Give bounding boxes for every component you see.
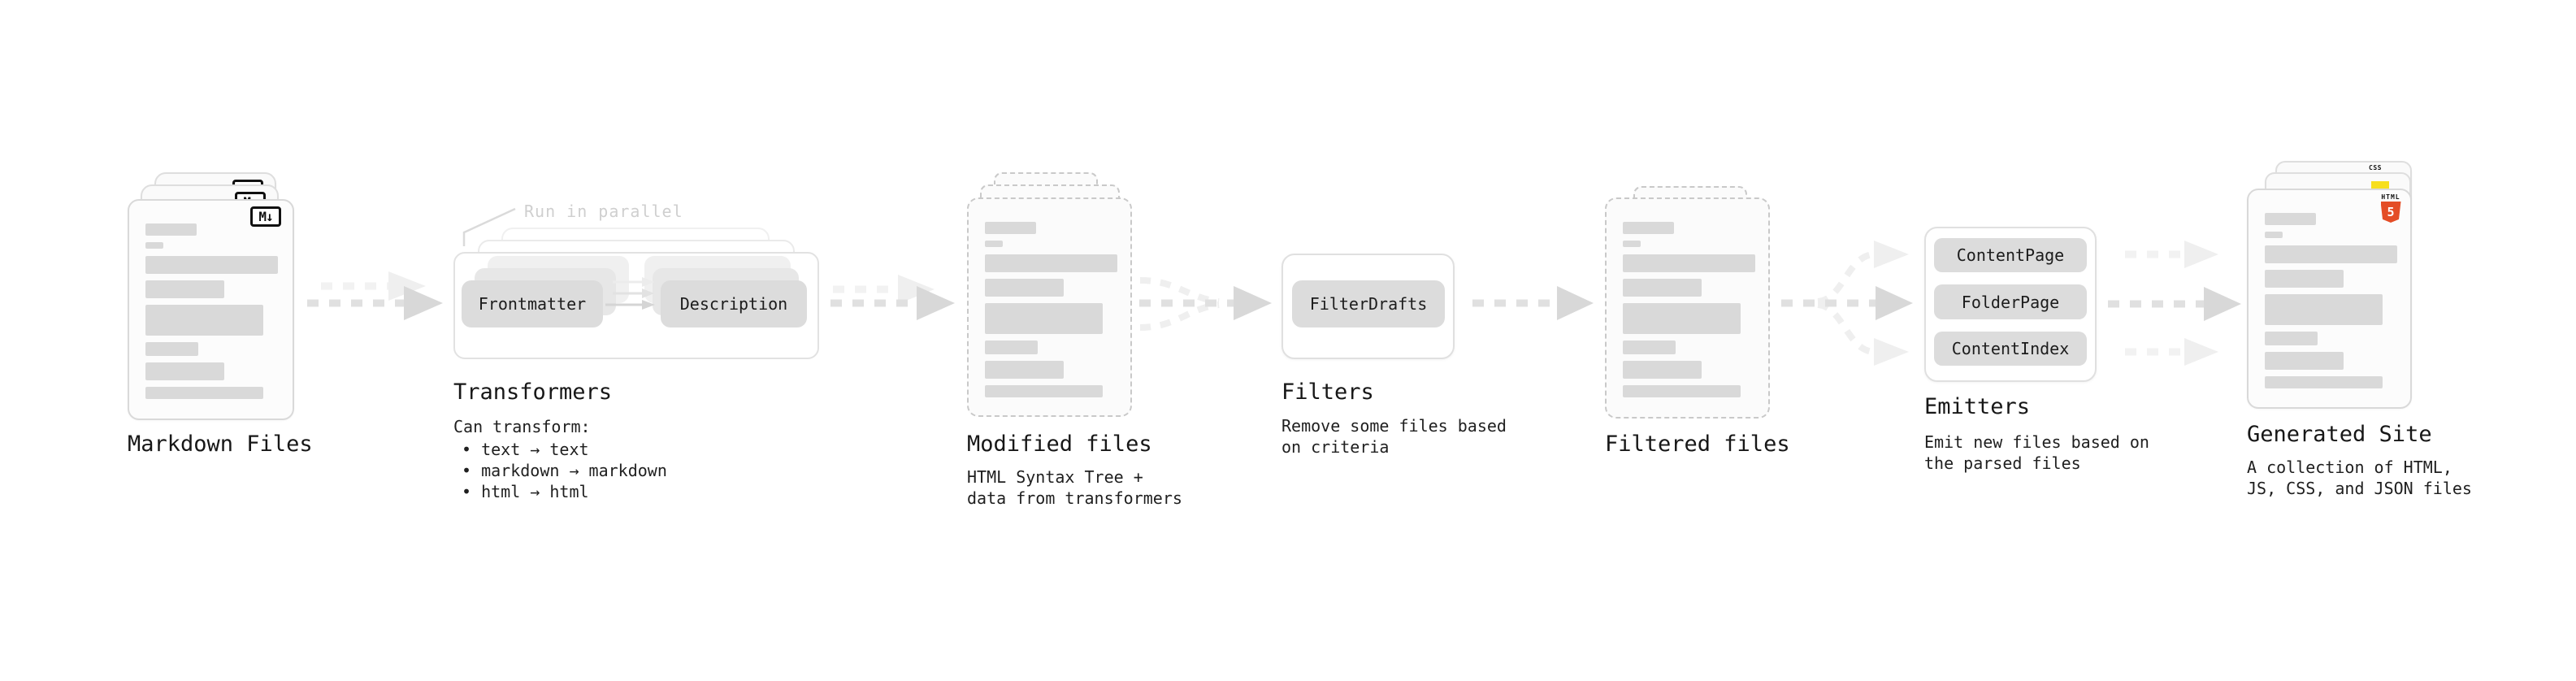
description-line: Remove some files based bbox=[1281, 416, 1507, 436]
stage-title-generated-site: Generated Site bbox=[2247, 422, 2432, 447]
placeholder-line bbox=[1623, 361, 1702, 379]
placeholder-line bbox=[145, 387, 263, 399]
emitter-pill-contentindex: ContentIndex bbox=[1934, 332, 2087, 366]
css-icon-label: CSS bbox=[2369, 164, 2382, 171]
file-content-placeholder bbox=[1623, 222, 1755, 397]
transformers-description-heading: Can transform: bbox=[453, 417, 591, 436]
filter-pill-filterdrafts: FilterDrafts bbox=[1292, 280, 1445, 327]
bullet-item: • html → html bbox=[462, 482, 589, 501]
transformer-pill-frontmatter: Frontmatter bbox=[462, 280, 603, 327]
placeholder-line bbox=[145, 242, 163, 249]
modified-file-card bbox=[967, 197, 1132, 417]
placeholder-line bbox=[1623, 222, 1674, 234]
placeholder-line bbox=[145, 223, 197, 236]
description-line: HTML Syntax Tree + bbox=[967, 467, 1143, 487]
placeholder-line bbox=[2265, 270, 2344, 288]
stage-title-transformers: Transformers bbox=[453, 380, 613, 405]
placeholder-line bbox=[985, 385, 1103, 397]
bullet-item: • text → text bbox=[462, 440, 589, 459]
description-line: Emit new files based on bbox=[1924, 432, 2149, 452]
placeholder-line bbox=[145, 256, 278, 274]
placeholder-line bbox=[1623, 279, 1702, 297]
stage-title-modified-files: Modified files bbox=[967, 432, 1152, 457]
markdown-icon-label: M↓ bbox=[258, 209, 273, 224]
modified-files-description: HTML Syntax Tree + data from transformer… bbox=[967, 466, 1182, 509]
arrow-transformers-to-modified bbox=[830, 275, 955, 320]
stage-title-filtered-files: Filtered files bbox=[1605, 432, 1790, 457]
generated-site-description: A collection of HTML, JS, CSS, and JSON … bbox=[2247, 457, 2472, 499]
placeholder-line bbox=[2265, 352, 2344, 370]
placeholder-line bbox=[985, 340, 1038, 354]
placeholder-line bbox=[145, 305, 263, 336]
placeholder-line bbox=[1623, 340, 1676, 354]
placeholder-line bbox=[2265, 376, 2383, 388]
stage-title-markdown-files: Markdown Files bbox=[128, 432, 313, 457]
emitters-description: Emit new files based on the parsed files bbox=[1924, 432, 2149, 474]
placeholder-line bbox=[985, 222, 1036, 234]
file-content-placeholder bbox=[2265, 213, 2397, 388]
filtered-file-card bbox=[1605, 197, 1770, 419]
arrow-emitters-to-generated bbox=[2108, 241, 2241, 366]
arrow-markdown-to-transformers bbox=[307, 271, 443, 320]
run-in-parallel-annotation: Run in parallel bbox=[524, 202, 683, 221]
placeholder-line bbox=[2265, 294, 2383, 325]
placeholder-line bbox=[2265, 213, 2316, 225]
placeholder-line bbox=[2265, 332, 2318, 345]
filters-description: Remove some files based on criteria bbox=[1281, 415, 1507, 458]
placeholder-line bbox=[145, 342, 198, 356]
placeholder-line bbox=[985, 279, 1064, 297]
stage-title-emitters: Emitters bbox=[1924, 394, 2031, 419]
description-line: JS, CSS, and JSON files bbox=[2247, 479, 2472, 498]
description-line: A collection of HTML, bbox=[2247, 458, 2452, 477]
placeholder-line bbox=[2265, 245, 2397, 263]
markdown-icon: M↓ bbox=[250, 206, 281, 227]
placeholder-line bbox=[145, 280, 224, 298]
description-line: data from transformers bbox=[967, 488, 1182, 508]
emitter-pill-folderpage: FolderPage bbox=[1934, 284, 2087, 319]
stage-title-filters: Filters bbox=[1281, 380, 1374, 405]
markdown-file-card: M↓ bbox=[128, 199, 294, 420]
description-line: on criteria bbox=[1281, 437, 1390, 457]
placeholder-line bbox=[1623, 241, 1641, 247]
arrow-modified-to-filters-funnel bbox=[1139, 277, 1272, 331]
emitter-pill-contentpage: ContentPage bbox=[1934, 238, 2087, 272]
placeholder-line bbox=[145, 362, 224, 380]
placeholder-line bbox=[2265, 232, 2283, 238]
bullet-item: • markdown → markdown bbox=[462, 461, 667, 480]
html5-icon-number: 5 bbox=[2387, 205, 2395, 219]
transformers-bullet-list: • text → text • markdown → markdown • ht… bbox=[454, 439, 667, 502]
placeholder-line bbox=[1623, 254, 1755, 272]
file-content-placeholder bbox=[145, 223, 278, 399]
placeholder-line bbox=[1623, 385, 1741, 397]
html5-icon-label: HTML bbox=[2381, 193, 2400, 201]
file-content-placeholder bbox=[985, 222, 1117, 397]
placeholder-line bbox=[985, 254, 1117, 272]
placeholder-line bbox=[1623, 303, 1741, 334]
arrow-filtered-to-emitters-fanout bbox=[1781, 241, 1913, 366]
placeholder-line bbox=[985, 241, 1003, 247]
arrow-filters-to-filtered bbox=[1472, 286, 1594, 320]
html5-icon: HTML 5 bbox=[2380, 193, 2401, 223]
description-line: the parsed files bbox=[1924, 453, 2081, 473]
placeholder-line bbox=[985, 361, 1064, 379]
html5-icon-shield: 5 bbox=[2380, 202, 2401, 223]
transformer-pill-description: Description bbox=[661, 280, 807, 327]
placeholder-line bbox=[985, 303, 1103, 334]
generated-site-card-html: HTML 5 bbox=[2247, 189, 2412, 409]
